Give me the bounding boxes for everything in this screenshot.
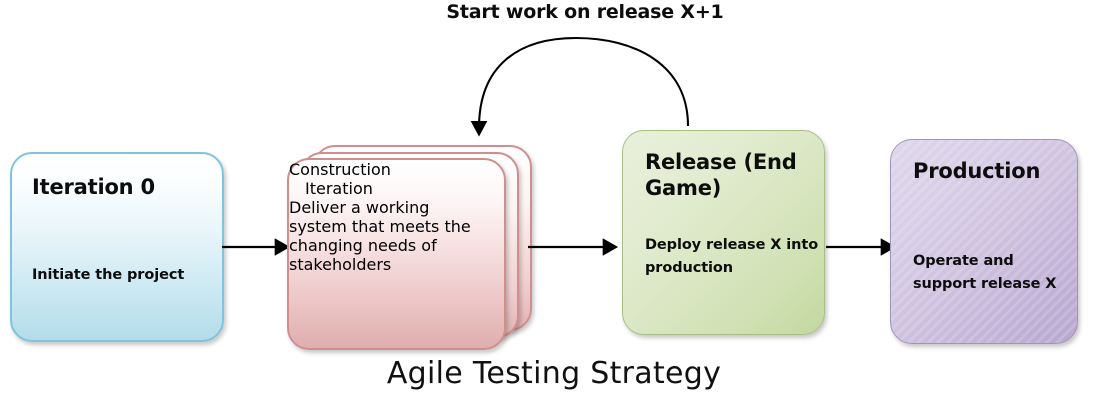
arrow-release-to-production — [826, 238, 897, 256]
stack-layer-front[interactable]: Construction Iteration Deliver a working… — [287, 158, 506, 350]
loop-back-label: Start work on release X+1 — [446, 1, 724, 23]
page-title: Agile Testing Strategy — [386, 356, 722, 391]
box-title-release-end-game: Release (End Game) — [645, 150, 797, 200]
process-box-iteration-0[interactable]: Iteration 0 Initiate the project — [10, 152, 224, 342]
box-description-iteration-0: Initiate the project — [32, 267, 185, 283]
box-description-release-end-game: Deploy release X into production — [645, 237, 819, 276]
arrow-iteration0-to-construction — [222, 238, 291, 256]
arrow-construction-to-release — [528, 238, 619, 256]
box-title-line1: Construction — [289, 160, 391, 179]
box-description-production: Operate and support release X — [913, 253, 1057, 292]
box-title-iteration-0: Iteration 0 — [32, 175, 155, 199]
process-box-release-end-game[interactable]: Release (End Game) Deploy release X into… — [622, 130, 825, 335]
box-title-line2: Iteration — [305, 179, 373, 198]
box-title-production: Production — [913, 159, 1041, 183]
box-description-construction-iteration: Deliver a working system that meets the … — [289, 198, 471, 274]
process-box-construction-iteration[interactable]: Construction Iteration Deliver a working… — [287, 145, 532, 350]
process-box-production[interactable]: Production Operate and support release X — [890, 139, 1078, 344]
box-title-construction-iteration: Construction Iteration — [289, 160, 469, 198]
